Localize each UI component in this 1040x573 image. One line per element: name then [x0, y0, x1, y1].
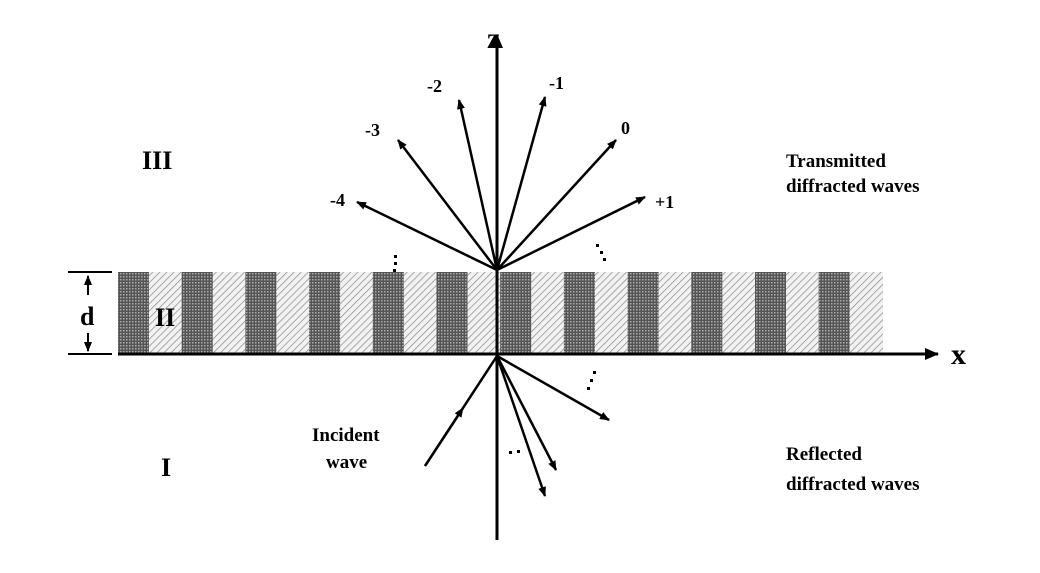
order-label: 0	[621, 118, 630, 138]
order-arrow	[356, 200, 498, 272]
order-arrow	[397, 139, 498, 271]
reflected-label: Reflected	[786, 444, 862, 465]
x-axis-label: x	[951, 338, 966, 371]
grating-stripe	[755, 272, 786, 354]
grating-stripe	[245, 272, 277, 354]
grating-stripe	[563, 272, 595, 354]
grating-stripe	[818, 272, 850, 354]
grating-stripe	[181, 272, 213, 354]
grating-stripe	[500, 272, 532, 354]
region-I-label: I	[161, 453, 171, 482]
transmitted-label: Transmitted	[786, 151, 886, 172]
reflected-label-2: diffracted waves	[786, 474, 920, 495]
thickness-marker	[68, 271, 112, 355]
region-III-label: III	[142, 146, 172, 175]
transmitted-arrows	[356, 96, 646, 272]
order-label: -2	[427, 76, 442, 96]
grating-layer	[118, 272, 883, 354]
grating-stripe	[309, 272, 341, 354]
thickness-label: d	[80, 302, 95, 331]
order-label: +1	[655, 192, 674, 212]
incident-label-2: wave	[326, 452, 367, 473]
order-label: -4	[330, 190, 345, 210]
transmitted-label-2: diffracted waves	[786, 176, 920, 197]
incident-label: Incident	[312, 425, 380, 446]
grating-stripe	[372, 272, 404, 354]
incident-arrow	[423, 355, 499, 467]
order-arrow	[495, 96, 547, 271]
grating-stripe	[118, 272, 149, 354]
grating-stripe	[691, 272, 723, 354]
order-label: -3	[365, 120, 380, 140]
order-labels: -4 -3 -2 -1 0 +1	[330, 73, 674, 212]
grating-stripe	[627, 272, 659, 354]
grating-stripe	[436, 272, 468, 354]
order-arrow	[496, 195, 646, 272]
reflected-arrows	[495, 354, 610, 497]
order-arrow	[496, 139, 617, 271]
region-II-label: II	[155, 303, 175, 332]
order-label: -1	[549, 73, 564, 93]
z-axis-label: z	[487, 22, 500, 55]
order-arrow	[457, 99, 499, 271]
ellipsis-dots	[393, 244, 606, 454]
